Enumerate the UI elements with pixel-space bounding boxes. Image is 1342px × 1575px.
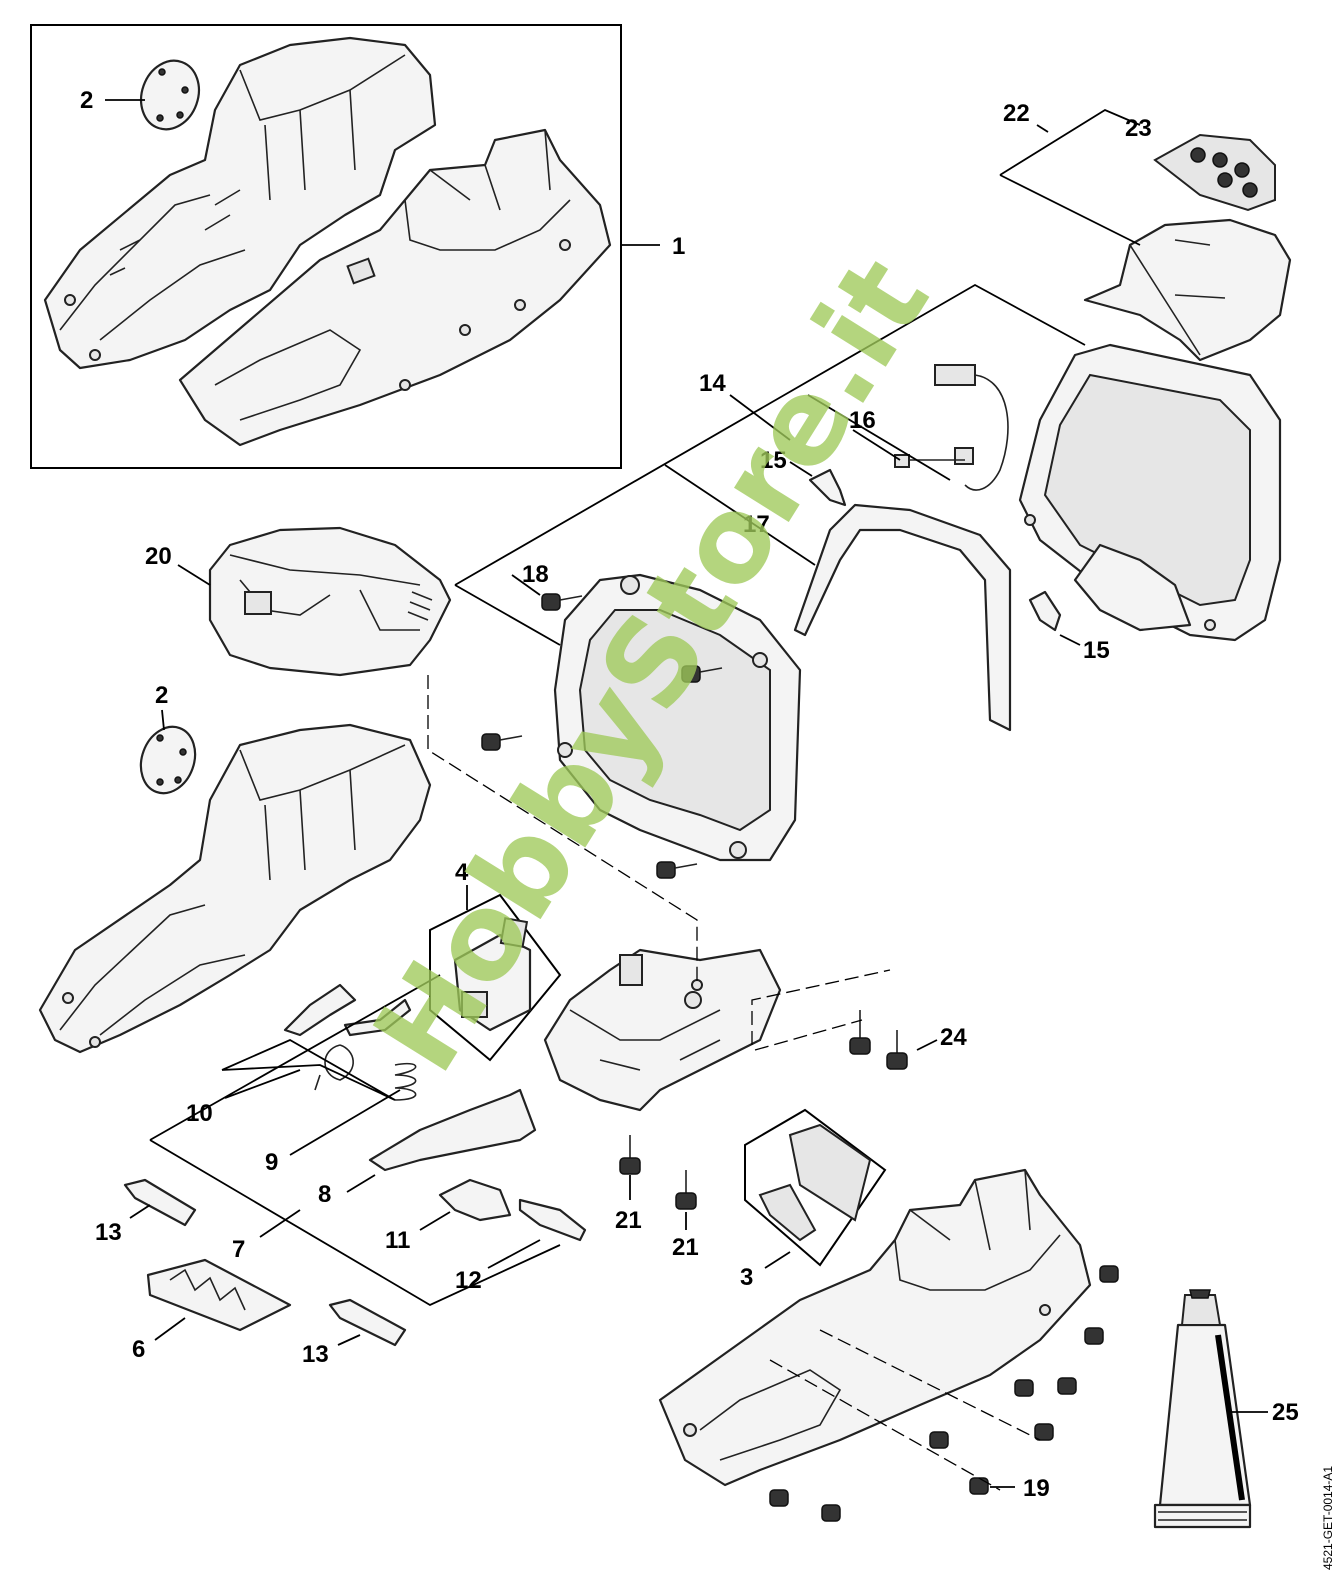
screw-18-d (656, 861, 698, 879)
top-cover-shroud (208, 526, 452, 677)
callout-3: 3 (740, 1264, 753, 1291)
callout-17: 17 (743, 511, 770, 538)
callout-9: 9 (265, 1149, 278, 1176)
screw-24-b (886, 1030, 908, 1070)
warning-label-sticker (1153, 133, 1276, 212)
screw-18-c (481, 733, 523, 751)
motor-carrier (543, 948, 782, 1112)
drawing-code: 4521-GET-0014-A1 (1321, 1466, 1335, 1570)
trigger-spring (394, 1062, 417, 1101)
handle-frame-outer (1018, 343, 1282, 642)
screw-21-a (619, 1135, 641, 1175)
screw-21-b (675, 1170, 697, 1210)
small-lever (343, 998, 412, 1037)
grip-strip-b (328, 1298, 407, 1347)
loop-handle (553, 573, 802, 862)
housing-half-left (38, 723, 432, 1054)
callout-15a: 15 (760, 447, 787, 474)
callout-21a: 21 (615, 1207, 642, 1234)
callout-14: 14 (699, 370, 726, 397)
callout-7: 7 (232, 1236, 245, 1263)
housing-half-right (658, 1168, 1092, 1487)
callout-labels: 1 2 2 3 4 6 7 8 9 10 11 12 13 13 14 15 1… (80, 87, 1299, 1502)
callout-13b: 13 (302, 1341, 329, 1368)
wiring-harness (894, 364, 1009, 491)
upper-housing-half-boxed (43, 36, 437, 370)
latch-part (518, 1198, 587, 1242)
callout-12: 12 (455, 1267, 482, 1294)
switch-box-frame (429, 893, 562, 1062)
filter-pads (758, 1123, 872, 1242)
torsion-spring (314, 1044, 354, 1091)
cover-disc (139, 725, 197, 795)
callout-25: 25 (1272, 1399, 1299, 1426)
callout-1: 1 (672, 233, 685, 260)
lock-lever (283, 983, 357, 1037)
housing-assembly-frame (30, 24, 622, 469)
screw-18-a (541, 593, 583, 611)
callout-8: 8 (318, 1181, 331, 1208)
callout-6: 6 (132, 1336, 145, 1363)
screw-18-b (681, 665, 723, 683)
callout-21b: 21 (672, 1234, 699, 1261)
handle-bar-inner (793, 503, 1012, 732)
clip-upper (808, 468, 847, 507)
callout-22: 22 (1003, 100, 1030, 127)
switch-unit (453, 917, 532, 1032)
callout-2a: 2 (80, 87, 93, 114)
lower-housing-half-boxed (178, 128, 612, 447)
callout-16: 16 (849, 407, 876, 434)
air-filter-grid (146, 1258, 292, 1332)
screw-24-a (849, 1010, 871, 1055)
grease-tube (1153, 1289, 1252, 1529)
cover-disc-boxed (139, 59, 201, 131)
clip-lower (1028, 590, 1062, 632)
callout-4: 4 (455, 859, 469, 886)
callout-24: 24 (940, 1024, 967, 1051)
callout-10: 10 (186, 1100, 213, 1127)
trigger-lever (368, 1088, 537, 1172)
callout-18: 18 (522, 561, 549, 588)
grip-strip-a (123, 1178, 197, 1227)
callout-19: 19 (1023, 1475, 1050, 1502)
callout-2b: 2 (155, 682, 168, 709)
callout-20: 20 (145, 543, 172, 570)
leader-lines (105, 99, 1268, 1488)
callout-15b: 15 (1083, 637, 1110, 664)
callout-11: 11 (385, 1227, 410, 1254)
interlock-part (438, 1178, 512, 1222)
screws-19 (769, 1265, 1119, 1522)
callout-13a: 13 (95, 1219, 122, 1246)
handle-cap (1083, 218, 1292, 362)
callout-23: 23 (1125, 115, 1152, 142)
assembly-dash-lines (427, 675, 1041, 1491)
